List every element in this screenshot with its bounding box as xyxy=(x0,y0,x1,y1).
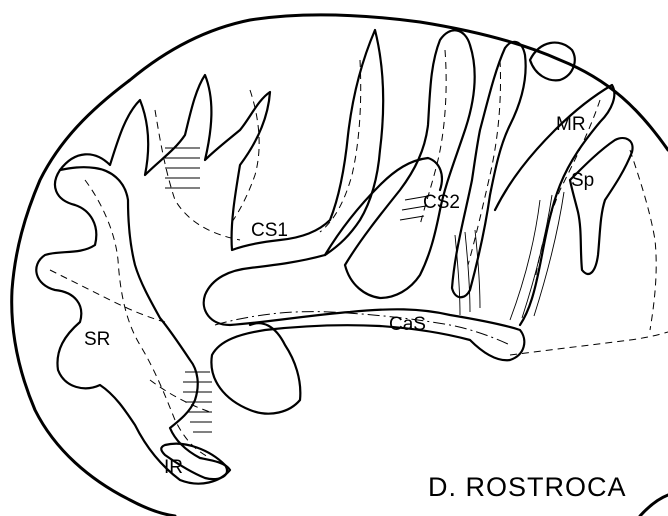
dashed-line-lower-right xyxy=(510,332,668,355)
dashed-line-bottom xyxy=(150,380,210,412)
hatched-area-upper xyxy=(165,148,200,188)
striation-lines xyxy=(455,192,564,320)
gyral-boundary-sp xyxy=(570,138,633,274)
dashed-line-cs1 xyxy=(155,110,240,240)
outer-cortex-outline xyxy=(12,15,668,516)
gyral-lobe-top xyxy=(530,43,575,81)
label-mr: MR xyxy=(556,114,586,135)
label-ir: IR xyxy=(164,457,183,478)
dashed-line-left xyxy=(85,180,210,458)
label-sp: Sp xyxy=(571,170,594,191)
gyral-boundary-inferior xyxy=(36,167,230,483)
label-cas: CaS xyxy=(389,314,426,335)
gyral-boundary-upper-right xyxy=(452,42,526,297)
figure-caption: D. ROSTROCA xyxy=(428,472,627,502)
lower-right-outline xyxy=(640,495,668,516)
dashed-line-far-right xyxy=(630,150,656,330)
dashed-line-middle xyxy=(320,60,361,232)
label-sr: SR xyxy=(84,329,110,350)
label-cs1: CS1 xyxy=(251,220,288,241)
label-cs2: CS2 xyxy=(423,192,460,213)
